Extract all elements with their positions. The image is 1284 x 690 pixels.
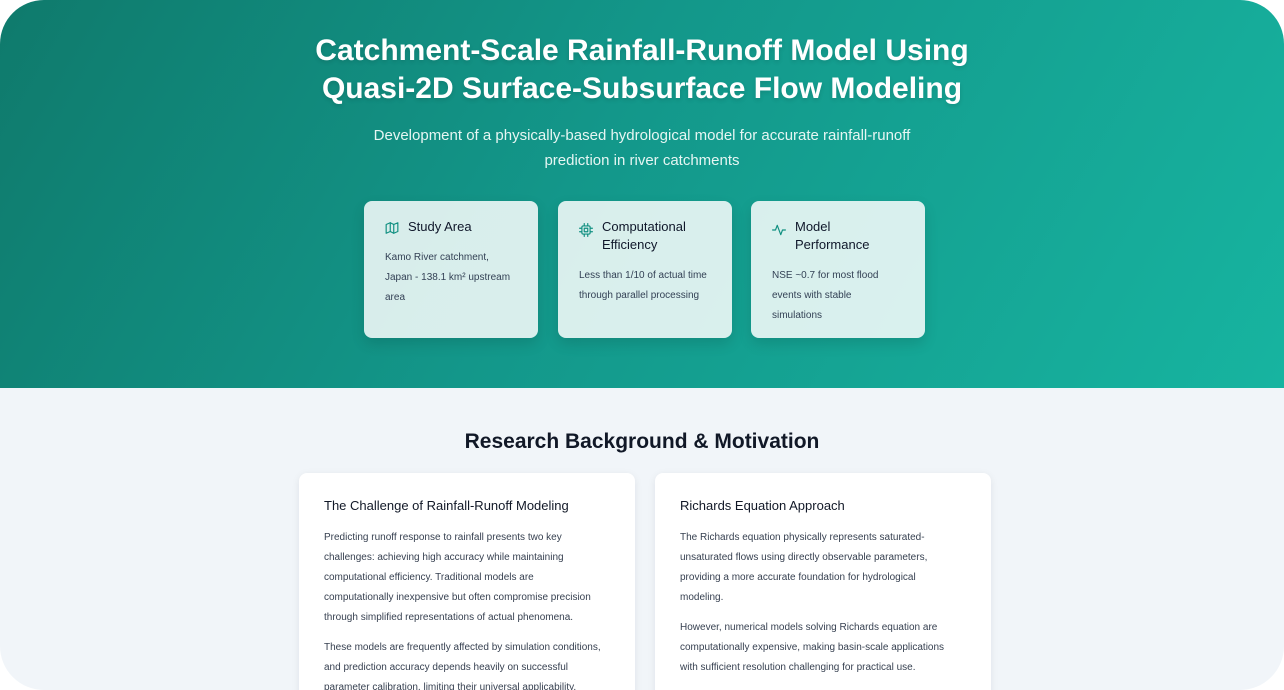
stat-card-title: Computational Efficiency: [602, 218, 686, 254]
paragraph-line: computationally inexpensive but often co…: [324, 592, 591, 603]
hero-section: Catchment-Scale Rainfall-Runoff Model Us…: [0, 0, 1284, 388]
page-title-line-1: Catchment-Scale Rainfall-Runoff Model Us…: [315, 34, 969, 67]
stat-card-title-line: Computational: [602, 219, 686, 234]
card-title: Richards Equation Approach: [680, 498, 845, 513]
page-title-line-2: Quasi-2D Surface-Subsurface Flow Modelin…: [321, 72, 963, 105]
stat-card-study-area: Study Area Kamo River catchment, Japan -…: [364, 201, 538, 338]
paragraph-line: providing a more accurate foundation for…: [680, 572, 916, 583]
stat-card-header: Study Area: [385, 218, 518, 236]
paragraph-line: and prediction accuracy depends heavily …: [324, 662, 569, 673]
stat-card-text-line: NSE ~0.7 for most flood: [772, 270, 879, 281]
stat-card-text-line: Less than 1/10 of actual time: [579, 270, 707, 281]
stat-card-title: Study Area: [408, 218, 472, 236]
page-subtitle: Development of a physically-based hydrol…: [0, 123, 1284, 173]
card-paragraph: However, numerical models solving Richar…: [680, 618, 966, 678]
stat-card-text-line: simulations: [772, 310, 823, 321]
paragraph-line: However, numerical models solving Richar…: [680, 622, 938, 633]
paragraph-line: computational efficiency. Traditional mo…: [324, 572, 534, 583]
stat-card-text-line: events with stable: [772, 290, 852, 301]
richards-equation-card: Richards Equation Approach The Richards …: [655, 473, 991, 690]
card-paragraph: Predicting runoff response to rainfall p…: [324, 528, 610, 628]
stat-card-text: Kamo River catchment, Japan - 138.1 km² …: [385, 248, 518, 308]
card-paragraph: The Richards equation physically represe…: [680, 528, 966, 608]
paragraph-line: Predicting runoff response to rainfall p…: [324, 532, 562, 543]
stat-card-title-line: Performance: [795, 237, 870, 252]
map-icon: [385, 222, 399, 234]
stat-card-text-line: area: [385, 292, 406, 303]
page-subtitle-line-1: Development of a physically-based hydrol…: [373, 127, 911, 144]
stat-card-title-line: Model: [795, 219, 831, 234]
cpu-chip-icon: [579, 223, 593, 237]
stat-card-model-performance: Model Performance NSE ~0.7 for most floo…: [751, 201, 925, 338]
stat-card-header: Computational Efficiency: [579, 218, 712, 254]
stat-card-header: Model Performance: [772, 218, 905, 254]
paragraph-line: challenges: achieving high accuracy whil…: [324, 552, 564, 563]
stat-card-text: NSE ~0.7 for most flood events with stab…: [772, 266, 905, 326]
page-subtitle-line-2: prediction in river catchments: [544, 152, 740, 169]
paragraph-line: through simplified representations of ac…: [324, 612, 574, 623]
stat-card-title-line: Efficiency: [602, 237, 658, 252]
paragraph-line: computationally expensive, making basin-…: [680, 642, 945, 653]
stat-card-title-line: Study Area: [408, 219, 472, 234]
stat-card-title: Model Performance: [795, 218, 869, 254]
stat-card-computational-efficiency: Computational Efficiency Less than 1/10 …: [558, 201, 732, 338]
paragraph-line: modeling.: [680, 592, 724, 603]
stat-card-text-line: Kamo River catchment,: [385, 252, 489, 263]
paragraph-line: parameter calibration, limiting their un…: [324, 682, 577, 690]
stat-card-text-line: through parallel processing: [579, 290, 700, 301]
paragraph-line: unsaturated flows using directly observa…: [680, 552, 928, 563]
paragraph-line: These models are frequently affected by …: [324, 642, 601, 653]
card-paragraph: These models are frequently affected by …: [324, 638, 610, 690]
page-title: Catchment-Scale Rainfall-Runoff Model Us…: [0, 32, 1284, 108]
challenge-card: The Challenge of Rainfall-Runoff Modelin…: [299, 473, 635, 690]
card-title: The Challenge of Rainfall-Runoff Modelin…: [324, 498, 569, 513]
stat-card-text-line: Japan - 138.1 km² upstream: [385, 272, 511, 283]
paragraph-line: with sufficient resolution challenging f…: [680, 662, 916, 673]
activity-pulse-icon: [772, 224, 786, 236]
stat-card-text: Less than 1/10 of actual time through pa…: [579, 266, 712, 306]
paragraph-line: The Richards equation physically represe…: [680, 532, 925, 543]
section-title: Research Background & Motivation: [464, 430, 820, 453]
